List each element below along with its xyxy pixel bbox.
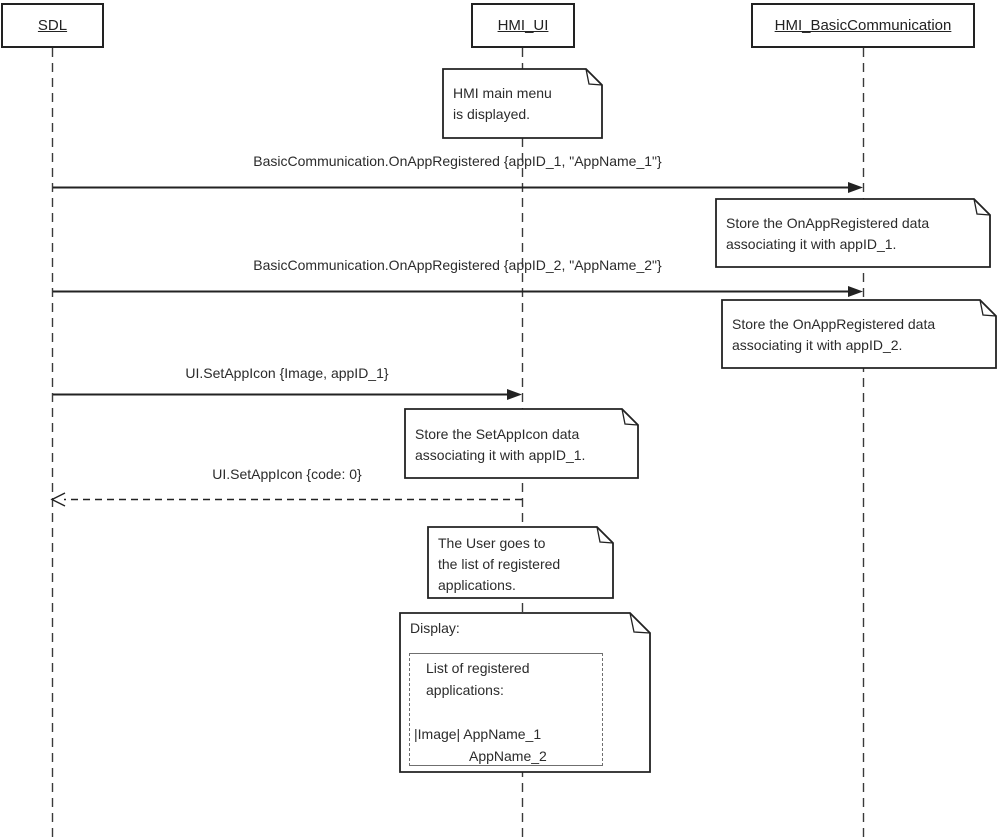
note-shape-user-goes-to-list	[427, 526, 614, 599]
note-shape-store-setappicon	[404, 408, 639, 479]
message-label-onappregistered-1: BasicCommunication.OnAppRegistered {appI…	[253, 153, 662, 169]
actor-label-hmi-ui: HMI_UI	[497, 17, 549, 34]
arrowhead-icon	[507, 389, 522, 400]
note-fold-icon	[979, 299, 997, 317]
note-text-store-appid1: Store the OnAppRegistered data associati…	[726, 215, 930, 252]
note-shape-store-appid1	[715, 198, 991, 268]
open-arrowhead-icon	[50, 492, 66, 507]
display-line: List of registered	[426, 660, 530, 676]
note-text-store-appid2: Store the OnAppRegistered data associati…	[732, 316, 936, 353]
arrowhead-icon	[848, 182, 863, 193]
note-text-store-setappicon: Store the SetAppIcon data associating it…	[415, 426, 586, 463]
note-fold-icon	[596, 526, 614, 544]
note-fold-icon	[629, 612, 651, 634]
note-fold-icon	[621, 408, 639, 426]
display-line: |Image| AppName_1	[414, 726, 542, 742]
note-fold-icon	[973, 198, 991, 216]
actor-box-sdl: SDL	[1, 3, 104, 48]
display-line	[410, 701, 602, 723]
message-label-onappregistered-2: BasicCommunication.OnAppRegistered {appI…	[253, 257, 662, 273]
note-text-hmi-main-menu: HMI main menu is displayed.	[453, 85, 552, 122]
message-label-setappicon-code0: UI.SetAppIcon {code: 0}	[212, 466, 362, 482]
note-fold-icon	[585, 68, 603, 86]
note-shape-display	[399, 612, 651, 773]
display-screen-box: List of registered applications: |Image|…	[409, 653, 603, 766]
actor-box-hmi-ui: HMI_UI	[471, 3, 575, 48]
actor-box-hmi-basiccommunication: HMI_BasicCommunication	[751, 3, 975, 48]
arrowhead-icon	[848, 286, 863, 297]
actor-label-hmi-basiccommunication: HMI_BasicCommunication	[774, 17, 952, 34]
display-line: applications:	[426, 682, 504, 698]
actor-label-sdl: SDL	[37, 17, 68, 34]
note-display-title: Display:	[410, 620, 460, 636]
note-shape-hmi-main-menu	[442, 68, 603, 139]
message-label-setappicon: UI.SetAppIcon {Image, appID_1}	[185, 365, 389, 381]
note-text-user-goes-to-list: The User goes to the list of registered …	[438, 535, 561, 593]
note-shape-store-appid2	[721, 299, 997, 369]
display-line: AppName_2	[469, 748, 547, 764]
